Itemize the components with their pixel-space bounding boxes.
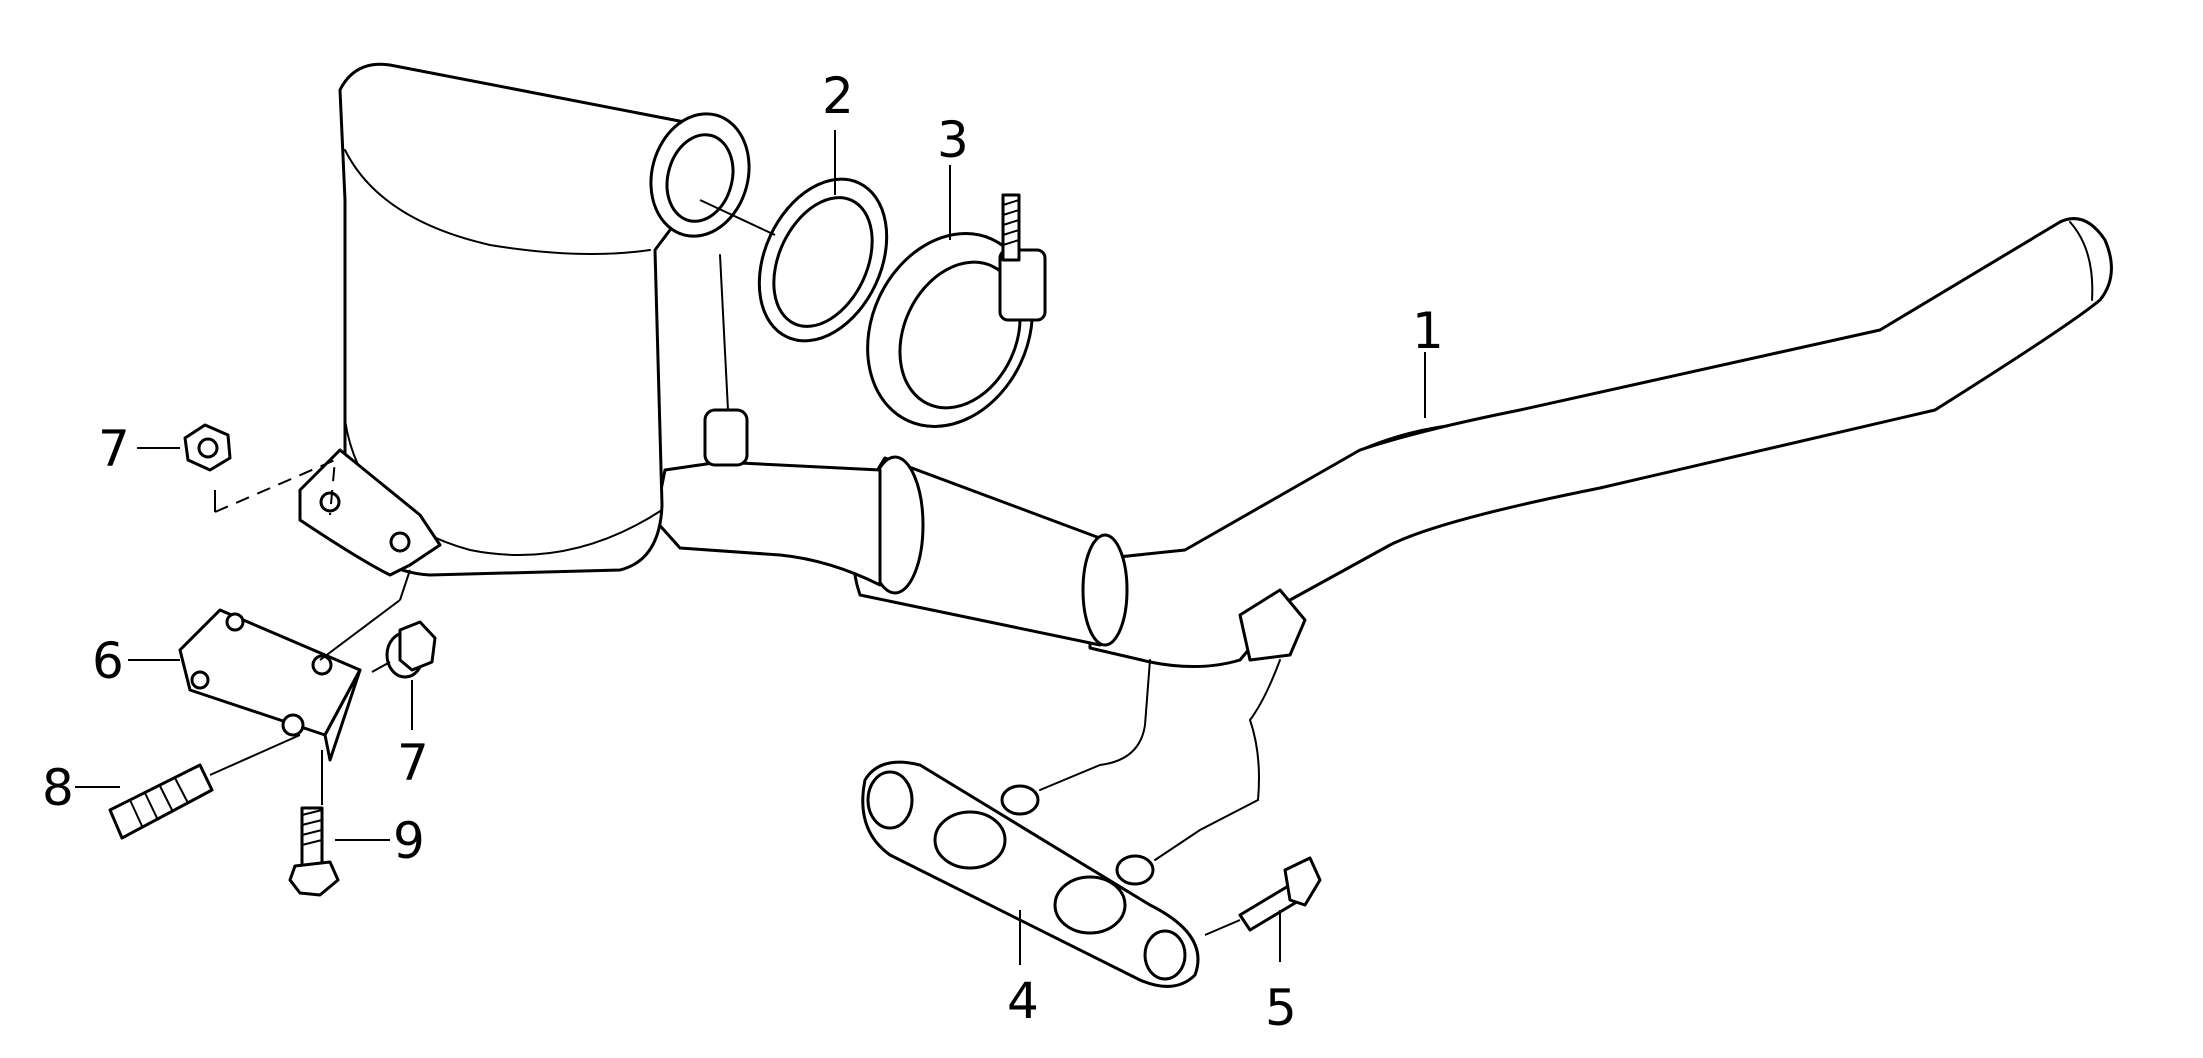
inlet-pipe: [653, 460, 882, 587]
plate-port-2: [1053, 875, 1127, 935]
callout-leaders: [75, 130, 1426, 965]
sensor-stub-leader: [719, 254, 729, 411]
plate-boss-2: [1115, 854, 1155, 886]
gasket-inner: [772, 196, 874, 328]
nut-7b-leader: [371, 661, 391, 673]
bracket-hole-2: [311, 654, 333, 676]
callout-3: 3: [937, 111, 969, 169]
nut-7a-path: [214, 458, 337, 516]
bolt-part-9: [288, 750, 340, 897]
bracket-hole-4: [281, 713, 305, 737]
bracket-hole-3: [190, 670, 210, 690]
callout-6: 6: [92, 632, 124, 690]
callout-7b: 7: [397, 734, 429, 792]
callout-labels: 1 2 3 4 5 6 7 7 8 9: [42, 67, 1444, 1037]
bracket-hole-1: [225, 612, 245, 632]
plate-hole-1: [866, 770, 914, 830]
plate-port-1: [933, 810, 1007, 870]
nut-part-7-upper: [183, 423, 337, 516]
nut-part-7-lower: [371, 620, 437, 679]
callout-2: 2: [822, 67, 854, 125]
plate-hole-2: [1143, 929, 1187, 981]
dpf-top-rim: [344, 149, 651, 255]
bolt-9-threads: [301, 809, 323, 846]
clamp-bolt-threads: [1002, 199, 1020, 246]
callout-9: 9: [393, 812, 425, 870]
sensor-line-2: [1154, 659, 1281, 861]
stud-8-body: [108, 763, 214, 840]
bolt-9-head: [288, 860, 340, 897]
gasket-ring-part-2: [757, 177, 889, 343]
callout-5: 5: [1265, 979, 1297, 1037]
clamp-bolt-body: [998, 248, 1047, 322]
bolt-9-shank: [300, 806, 324, 870]
bracket-foot: [323, 668, 362, 762]
sensor-line-1: [1039, 659, 1151, 791]
tail-pipe-seam: [1359, 424, 1451, 451]
bracket-to-flange-leader: [319, 599, 401, 661]
bolt-part-5: [1204, 856, 1322, 936]
bolt-5-leader: [1204, 919, 1241, 936]
tail-pipe: [1088, 217, 2113, 668]
bolt-5-head: [1283, 856, 1322, 907]
sensor-stub: [703, 408, 749, 467]
bracket-body: [178, 608, 362, 737]
stud-8-threads: [129, 777, 189, 827]
callout-7a: 7: [98, 420, 130, 478]
tail-pipe-bracket: [1238, 588, 1307, 662]
tail-pipe-end-ring: [2069, 221, 2094, 301]
stud-part-8: [108, 734, 301, 840]
nut-7a-bore: [197, 437, 219, 459]
plate-boss-1: [1000, 784, 1040, 816]
clamp-inner: [898, 260, 1022, 410]
callout-1: 1: [1412, 302, 1444, 360]
bracket-to-flange-leader-2: [399, 569, 411, 601]
callout-4: 4: [1007, 972, 1039, 1030]
clamp-part-3: [866, 193, 1047, 428]
nut-7b-hex: [398, 620, 437, 672]
flange-hole-1: [319, 491, 341, 513]
hanger-bracket-part-6: [178, 569, 411, 762]
dpf-outlet-opening: [665, 133, 735, 223]
flange-hole-2: [389, 531, 411, 553]
leader-dpf: [699, 199, 776, 236]
gasket-plate-part-4: [861, 760, 1200, 988]
resonator-rear-ring: [1081, 533, 1129, 647]
callout-8: 8: [42, 759, 74, 817]
exhaust-pipe-part-1: [298, 62, 2113, 861]
stud-8-leader: [209, 734, 301, 776]
